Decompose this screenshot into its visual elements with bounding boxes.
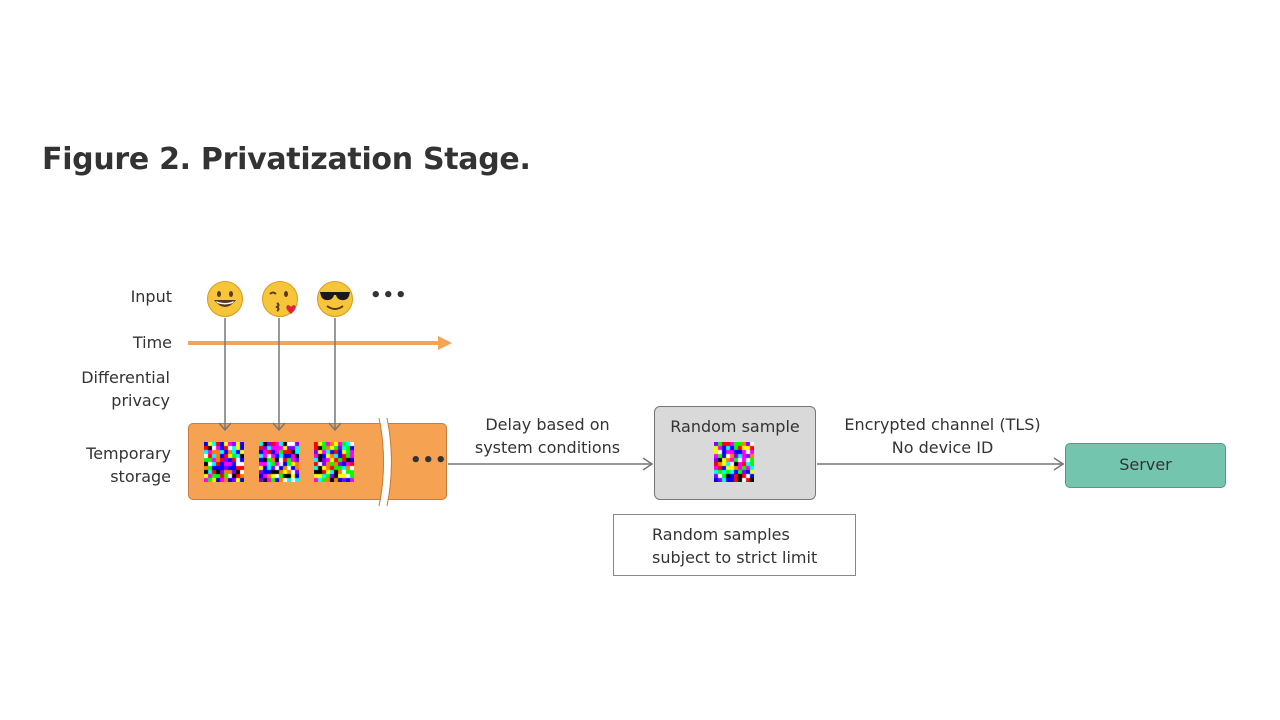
label-differential-privacy: Differential privacy bbox=[50, 366, 170, 412]
channel-arrowhead bbox=[1053, 457, 1065, 471]
caption-line: system conditions bbox=[474, 438, 621, 457]
label-temporary-storage: Temporary storage bbox=[50, 442, 171, 488]
channel-caption: Encrypted channel (TLS) No device ID bbox=[825, 413, 1060, 459]
caption-line: Delay based on bbox=[485, 415, 610, 434]
server-box: Server bbox=[1065, 443, 1226, 488]
more-stored-ellipsis: ••• bbox=[410, 450, 448, 471]
input-arrowhead-2 bbox=[272, 422, 286, 432]
time-arrow-head bbox=[438, 336, 452, 350]
face-blowing-kiss-icon bbox=[262, 281, 298, 317]
delay-arrowhead bbox=[642, 457, 654, 471]
label-time: Time bbox=[132, 333, 172, 352]
caption-line: No device ID bbox=[891, 438, 994, 457]
caption-line: Encrypted channel (TLS) bbox=[844, 415, 1041, 434]
figure-title: Figure 2. Privatization Stage. bbox=[42, 142, 531, 177]
storage-break bbox=[379, 416, 391, 508]
input-arrowhead-1 bbox=[218, 422, 232, 432]
random-sample-label: Random sample bbox=[670, 417, 800, 436]
label-line: Differential bbox=[81, 368, 170, 387]
sampled-record bbox=[714, 442, 754, 482]
storage-break-edge-left bbox=[378, 417, 384, 507]
grinning-face-icon bbox=[207, 281, 243, 317]
privatized-record-3 bbox=[314, 442, 354, 482]
more-inputs-ellipsis: ••• bbox=[370, 285, 408, 306]
privatized-record-2 bbox=[259, 442, 299, 482]
label-line: storage bbox=[110, 467, 171, 486]
label-line: privacy bbox=[111, 391, 170, 410]
storage-break-edge-right bbox=[386, 417, 392, 507]
label-input: Input bbox=[130, 287, 172, 306]
privatized-record-1 bbox=[204, 442, 244, 482]
note-line: Random samples bbox=[652, 525, 790, 544]
note-line: subject to strict limit bbox=[652, 548, 818, 567]
label-line: Temporary bbox=[86, 444, 171, 463]
delay-caption: Delay based on system conditions bbox=[455, 413, 640, 459]
strict-limit-note: Random samples subject to strict limit bbox=[613, 514, 856, 576]
smiling-face-with-sunglasses-icon bbox=[317, 281, 353, 317]
input-arrowhead-3 bbox=[328, 422, 342, 432]
